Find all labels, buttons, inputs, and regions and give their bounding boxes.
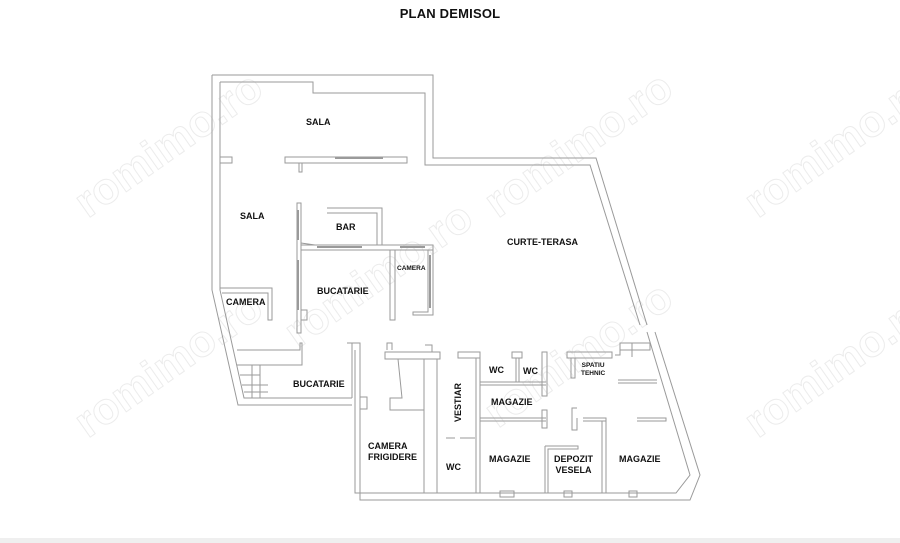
room-label-wc-1: WC: [489, 365, 504, 375]
room-label-vestiar: VESTIAR: [453, 382, 464, 423]
room-label-depozit-line2: VESELA: [555, 465, 592, 475]
room-label-depozit-line1: DEPOZIT: [554, 454, 594, 464]
room-label-camera-frigidere: CAMERA FRIGIDERE: [368, 441, 417, 463]
room-label-depozit-vesela: DEPOZIT VESELA: [554, 454, 593, 476]
room-label-camera-frigidere-line1: CAMERA: [368, 441, 408, 451]
room-label-sala-left: SALA: [240, 211, 265, 221]
room-label-magazie-1: MAGAZIE: [491, 397, 533, 407]
room-label-bucatarie-main: BUCATARIE: [317, 286, 369, 296]
room-label-sala-top: SALA: [306, 117, 331, 127]
plan-title: PLAN DEMISOL: [399, 6, 501, 21]
room-label-curte-terasa: CURTE-TERASA: [507, 237, 578, 247]
room-label-spatiu-tehnic: SPATIU TEHNIC: [581, 362, 605, 378]
room-label-bar: BAR: [336, 222, 356, 232]
room-label-camera-frigidere-line2: FRIGIDERE: [368, 452, 418, 462]
room-label-wc-2: WC: [523, 366, 538, 376]
room-label-wc-3: WC: [446, 462, 461, 472]
room-label-spatiu-line1: SPATIU: [581, 362, 605, 369]
room-label-camera-small: CAMERA: [397, 265, 426, 272]
room-label-magazie-2: MAGAZIE: [489, 454, 531, 464]
room-label-magazie-3: MAGAZIE: [619, 454, 661, 464]
bottom-strip: [0, 538, 900, 543]
room-label-bucatarie-lower: BUCATARIE: [293, 379, 345, 389]
room-label-spatiu-line2: TEHNIC: [581, 370, 606, 377]
room-label-camera-left: CAMERA: [226, 297, 266, 307]
